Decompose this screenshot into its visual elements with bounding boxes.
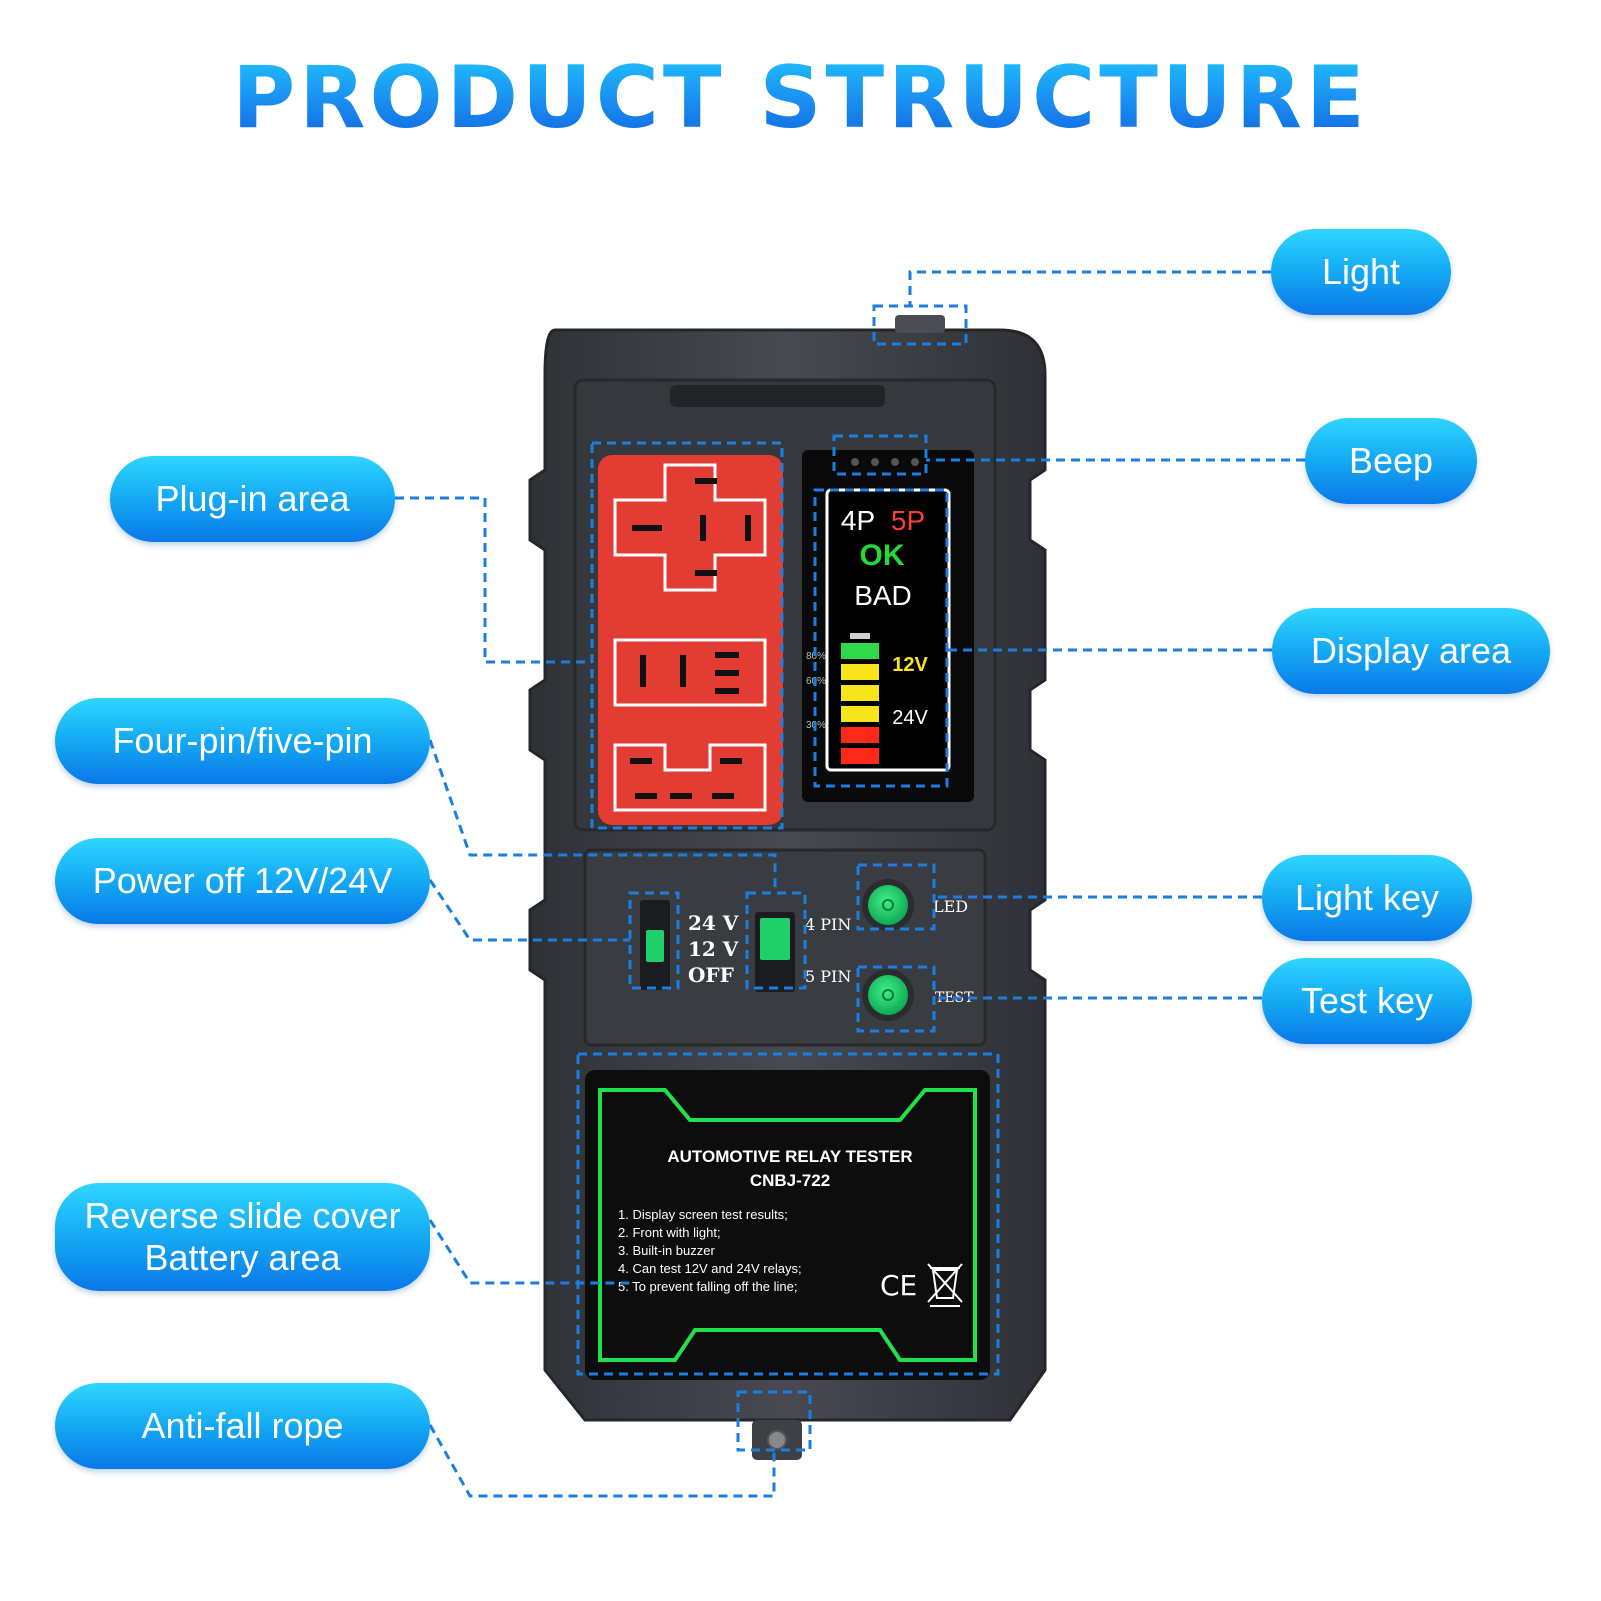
battery-bar-yellow-2: [841, 685, 879, 701]
battery-bar-green: [841, 643, 879, 659]
callout-reverse-slide-cover: Reverse slide cover Battery area: [55, 1183, 430, 1291]
display-5p: 5P: [891, 505, 925, 536]
feature-1: 1. Display screen test results;: [618, 1207, 788, 1222]
callout-anti-fall-rope: Anti-fall rope: [55, 1383, 430, 1469]
switch-label-off: OFF: [688, 963, 734, 987]
voltage-switch[interactable]: [646, 930, 664, 962]
battery-bar-yellow-3: [841, 706, 879, 722]
feature-3: 3. Built-in buzzer: [618, 1243, 715, 1258]
test-button[interactable]: [868, 975, 908, 1015]
ce-mark: CE: [880, 1269, 917, 1302]
callout-reverse-slide-line1: Reverse slide cover: [84, 1195, 401, 1236]
led-button[interactable]: [868, 885, 908, 925]
display-bad: BAD: [854, 580, 912, 611]
callout-power-off: Power off 12V/24V: [55, 838, 430, 924]
feature-5: 5. To prevent falling off the line;: [618, 1279, 797, 1294]
callout-light: Light: [1271, 229, 1451, 315]
highlight-boxes: [576, 304, 1000, 1452]
display-24v: 24V: [892, 707, 928, 729]
switch-label-24v: 24 V: [688, 911, 739, 935]
switch-label-12v: 12 V: [688, 937, 739, 961]
feature-4: 4. Can test 12V and 24V relays;: [618, 1261, 802, 1276]
callout-reverse-slide-line2: Battery area: [144, 1237, 341, 1278]
display-4p: 4P: [841, 505, 875, 536]
feature-2: 2. Front with light;: [618, 1225, 721, 1240]
switch-label-4pin: 4 PIN: [805, 915, 851, 934]
callout-plug-in-area: Plug-in area: [110, 456, 395, 542]
led-label: LED: [933, 897, 968, 916]
battery-cap: [850, 633, 870, 639]
pin-switch[interactable]: [760, 918, 790, 960]
display-ok: OK: [860, 539, 905, 572]
page-title: PRODUCT STRUCTURE: [0, 48, 1601, 148]
leader-lines: [395, 270, 1305, 1498]
battery-bar-yellow-1: [841, 664, 879, 680]
weee-bin-icon: [927, 1263, 963, 1307]
battery-bar-red-2: [841, 748, 879, 764]
plug-in-socket-plate: [598, 455, 783, 825]
battery-bar-red-1: [841, 727, 879, 743]
callout-display-area: Display area: [1272, 608, 1550, 694]
label-heading: AUTOMOTIVE RELAY TESTER: [667, 1147, 912, 1166]
callout-four-five-pin: Four-pin/five-pin: [55, 698, 430, 784]
callout-beep: Beep: [1305, 418, 1477, 504]
display-80: 80%: [806, 651, 826, 662]
callout-test-key: Test key: [1262, 958, 1472, 1044]
label-model: CNBJ-722: [750, 1171, 830, 1190]
display-12v: 12V: [892, 654, 928, 676]
label-panel: AUTOMOTIVE RELAY TESTER CNBJ-722 1. Disp…: [585, 1070, 990, 1380]
display-screen: 4P 5P OK BAD 12V 24V 80% 60% 30%: [802, 450, 974, 802]
switch-panel: 24 V 12 V OFF 4 PIN 5 PIN LED TEST: [640, 879, 974, 1021]
switch-label-5pin: 5 PIN: [805, 967, 851, 986]
callout-light-key: Light key: [1262, 855, 1472, 941]
